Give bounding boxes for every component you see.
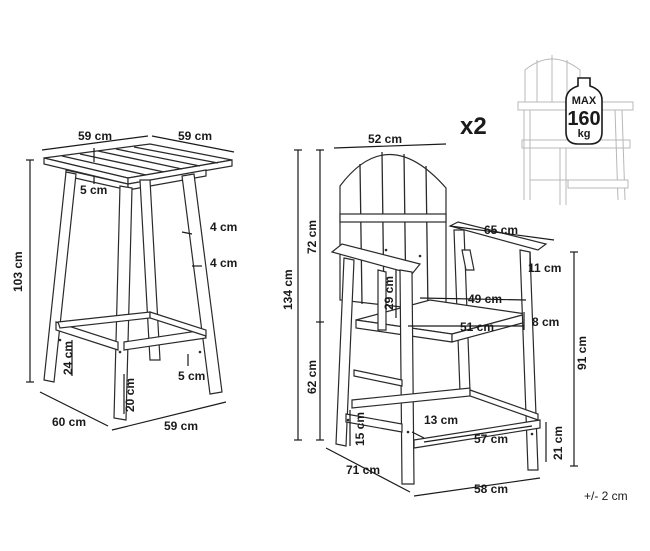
chair-base-depth-label: 71 cm (346, 463, 380, 477)
chair-arm-floor-height-label: 91 cm (575, 336, 589, 370)
chair-total-height-label: 134 cm (281, 269, 295, 310)
chair-backrest (339, 154, 447, 313)
table-leg-front-right (113, 185, 133, 421)
table-leg-front-left (43, 171, 77, 383)
table-leg-width-label-2: 4 cm (210, 256, 237, 270)
chair-leg-front-left (335, 257, 355, 447)
badge-unit-label: kg (578, 128, 591, 140)
badge-max-label: MAX (572, 95, 597, 107)
chair-seat-rail-label: 8 cm (532, 315, 559, 329)
chair-footrest-height-label: 21 cm (551, 426, 565, 460)
chair-footrest-depth-label: 13 cm (424, 413, 458, 427)
chair-seat-inner-width-label: 49 cm (468, 292, 502, 306)
table-dimension-lines (26, 135, 235, 431)
chair-foot-height-label: 15 cm (353, 412, 367, 446)
badge-weight-value: 160 (567, 108, 600, 130)
chair-armrest-width-label: 11 cm (528, 261, 561, 275)
chair-arm-height-label: 29 cm (382, 276, 396, 310)
chair-footrest-width-label: 57 cm (474, 432, 508, 446)
table-stretcher-thickness-label: 5 cm (178, 369, 205, 383)
table-base-depth-label: 60 cm (52, 415, 86, 429)
table-top-depth-label: 59 cm (178, 129, 212, 143)
table-base-width-label: 59 cm (164, 419, 198, 433)
table-stretcher-height-label: 24 cm (61, 341, 75, 375)
table-leg-width-label: 4 cm (210, 220, 237, 234)
chair-leg-front-right (399, 269, 415, 485)
chair-leg-back-right (519, 249, 539, 471)
chair-seat-height-label: 62 cm (305, 360, 319, 394)
table-top-thickness-label: 5 cm (80, 183, 107, 197)
chair-dimension-lines (294, 143, 578, 497)
chair-seat-width-label: 51 cm (460, 320, 494, 334)
chair-back-width-label: 52 cm (368, 132, 402, 146)
bar-table (43, 143, 233, 421)
chair-base-width-label: 58 cm (474, 482, 508, 496)
chair-back-height-label: 72 cm (305, 220, 319, 254)
table-leg-back-right (181, 173, 223, 395)
chair-armrest-left (330, 243, 422, 275)
table-stretcher-floor-label: 20 cm (123, 378, 137, 412)
table-top-width-label: 59 cm (78, 129, 112, 143)
table-height-label: 103 cm (11, 251, 25, 292)
chair-armrest-length-label: 65 cm (484, 223, 518, 237)
max-weight-badge: MAX 160 kg (565, 77, 603, 145)
quantity-label: x2 (460, 113, 487, 140)
bar-chair (330, 151, 548, 485)
tolerance-note: +/- 2 cm (584, 489, 628, 503)
